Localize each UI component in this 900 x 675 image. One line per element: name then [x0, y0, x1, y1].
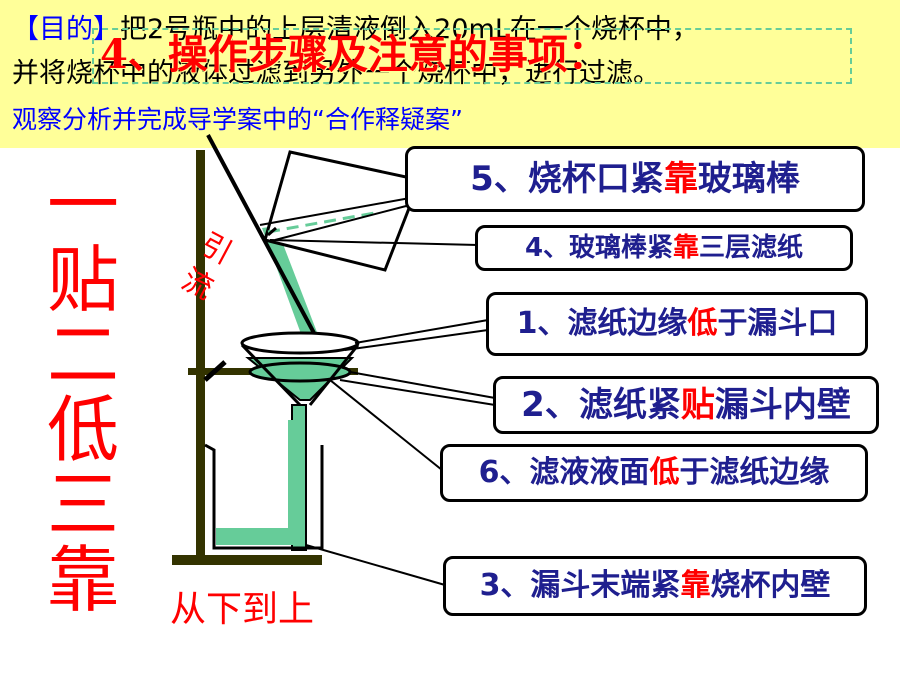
receiving-beaker-outline	[204, 443, 324, 550]
filtrate-liquid	[216, 528, 298, 545]
funnel-left-wall	[240, 343, 302, 407]
callout-6-text-end: 于滤纸边缘	[679, 455, 830, 490]
callout-3-keyword: 靠	[680, 568, 711, 603]
mnemonic-char-2: 贴	[46, 238, 119, 322]
leader-c2-b	[339, 379, 496, 406]
callout-1-keyword: 低	[687, 306, 718, 341]
callout-2-keyword: 贴	[680, 385, 715, 425]
leader-c6	[329, 379, 443, 471]
callout-5-keyword: 靠	[663, 159, 698, 199]
callout-paper-against-wall: 2、滤纸紧贴漏斗内壁	[493, 376, 879, 434]
leader-c1-a	[354, 319, 489, 344]
leader-c3	[305, 544, 446, 586]
callout-paper-below-rim: 1、滤纸边缘低于漏斗口	[486, 292, 868, 356]
leader-c2-a	[349, 371, 496, 399]
mnemonic-char-1: 一	[46, 163, 119, 247]
callout-3-text: 3、漏斗末端紧	[479, 568, 681, 603]
mnemonic-char-3: 二	[46, 313, 119, 397]
top-banner	[0, 0, 900, 148]
stand-base	[172, 555, 322, 565]
callout-leader-lines	[259, 197, 496, 586]
stand-rod	[196, 150, 205, 565]
mnemonic-char-6: 靠	[46, 538, 119, 622]
callout-6-keyword: 低	[649, 455, 680, 490]
funnel	[240, 331, 360, 551]
callout-rod-against-paper: 4、玻璃棒紧靠三层滤纸	[475, 225, 853, 271]
callout-4-text: 4、玻璃棒紧	[524, 233, 674, 263]
beaker-spout	[267, 226, 277, 237]
leader-c5-b	[274, 204, 411, 241]
callout-2-text: 2、滤纸紧	[521, 385, 681, 425]
callout-3-text-end: 烧杯内壁	[710, 568, 831, 603]
funnel-right-wall	[308, 344, 360, 406]
mnemonic-char-4: 低	[46, 388, 119, 472]
filtrate-along-wall	[288, 420, 298, 545]
leader-c1-b	[344, 329, 489, 351]
bottom-to-top-label: 从下到上	[170, 589, 315, 630]
clamp-screw	[203, 360, 227, 382]
callout-beaker-against-rod: 5、烧杯口紧靠玻璃棒	[405, 146, 865, 212]
funnel-rim	[240, 331, 360, 355]
callout-5-text: 5、烧杯口紧	[470, 159, 664, 199]
callout-stem-against-beaker: 3、漏斗末端紧靠烧杯内壁	[443, 556, 867, 616]
callout-2-text-end: 漏斗内壁	[714, 385, 851, 425]
callout-1-text: 1、滤纸边缘	[516, 306, 688, 341]
callout-6-text: 6、滤液液面	[478, 455, 650, 490]
callout-1-text-end: 于漏斗口	[717, 306, 838, 341]
callout-4-keyword: 靠	[673, 233, 700, 263]
observe-instruction: 观察分析并完成导学案中的“合作释疑案”	[12, 105, 463, 134]
callout-4-text-end: 三层滤纸	[699, 233, 804, 263]
callout-5-text-end: 玻璃棒	[697, 159, 800, 199]
callout-liquid-below-paper: 6、滤液液面低于滤纸边缘	[440, 444, 868, 502]
receiving-beaker	[204, 420, 324, 550]
leader-c4	[269, 239, 479, 246]
section-title: 4、操作步骤及注意的事项：	[92, 28, 852, 84]
leader-c5-a	[259, 197, 411, 226]
mnemonic-char-5: 三	[46, 463, 119, 547]
